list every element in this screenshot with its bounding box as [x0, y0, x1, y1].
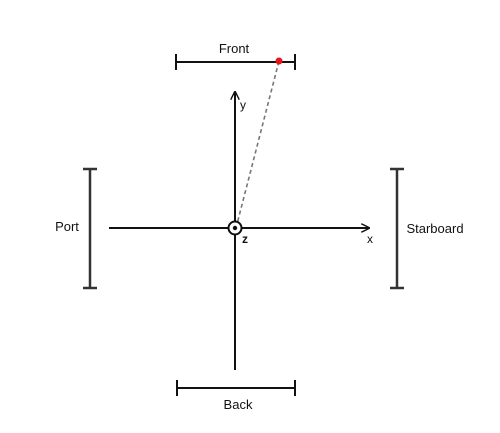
dashed-direction-line: [235, 60, 280, 229]
back-label: Back: [224, 397, 253, 412]
back-bracket: [176, 380, 296, 396]
front-bracket: [175, 54, 296, 70]
port-bracket: [83, 167, 97, 290]
front-label: Front: [219, 41, 250, 56]
z-axis-out-of-page-icon: [227, 220, 243, 236]
z-axis-label: z: [242, 232, 248, 246]
starboard-bracket: [390, 167, 404, 290]
y-axis-label: y: [240, 98, 246, 112]
red-dot-marker: [275, 57, 283, 65]
x-axis-label: x: [367, 232, 373, 246]
starboard-label: Starboard: [406, 221, 463, 236]
port-label: Port: [55, 219, 79, 234]
